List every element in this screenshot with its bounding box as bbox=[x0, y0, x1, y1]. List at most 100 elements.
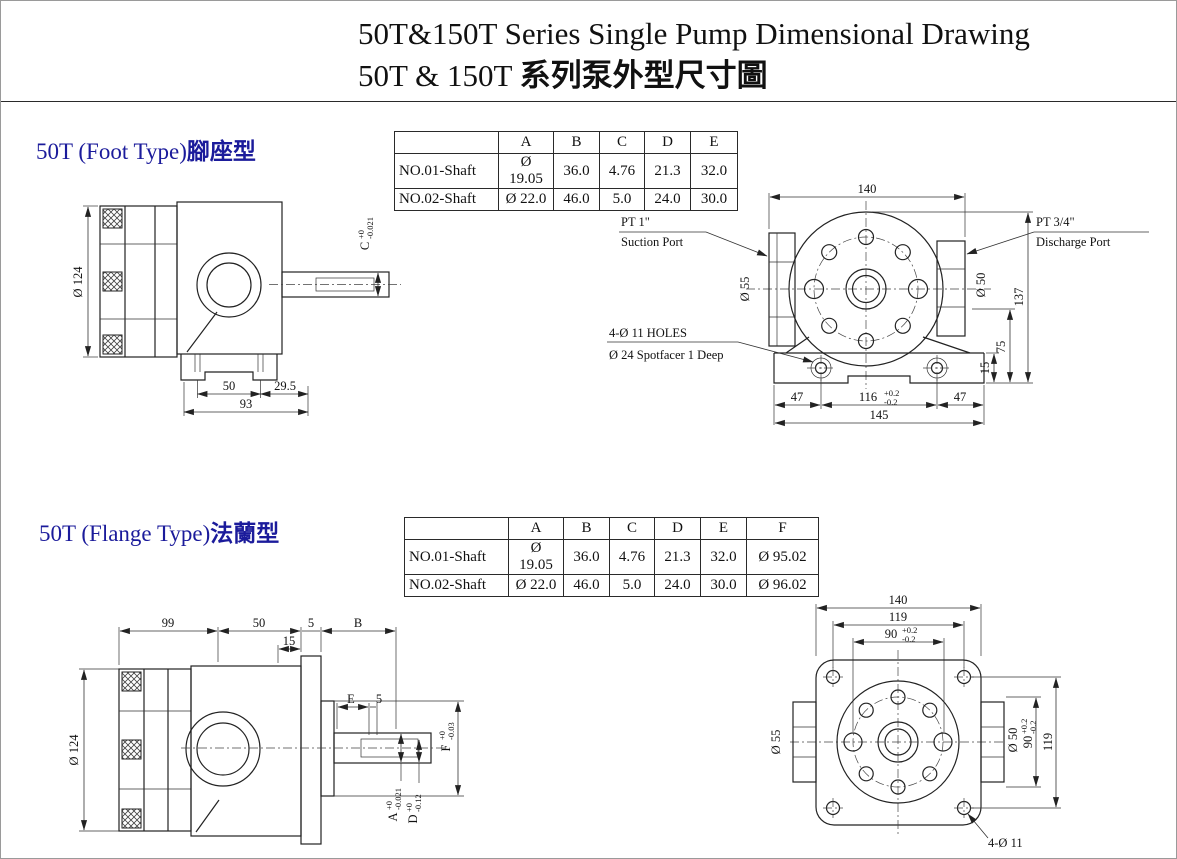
spec-value: Ø 19.05 bbox=[508, 539, 564, 575]
col-header-b: B bbox=[563, 517, 610, 540]
dim-90-right-label: 90 bbox=[1021, 736, 1035, 749]
empty-header-cell bbox=[404, 517, 509, 540]
spec-value: 4.76 bbox=[609, 539, 655, 575]
discharge-port-label-line1: PT 3/4" bbox=[1036, 215, 1075, 229]
dim-dia50-label: Ø 50 bbox=[1006, 728, 1020, 753]
holes-note: 4-Ø 11 HOLES Ø 24 Spotfacer 1 Deep bbox=[607, 326, 814, 363]
dim-e5: E 5 bbox=[336, 692, 382, 735]
flange-square bbox=[815, 659, 982, 826]
suction-port bbox=[768, 232, 796, 347]
dim-dia124-label: Ø 124 bbox=[71, 266, 85, 298]
dim-50-label: 50 bbox=[223, 379, 236, 393]
spec-value: 24.0 bbox=[654, 574, 701, 597]
flange-type-heading-en: 50T (Flange Type) bbox=[39, 521, 211, 546]
dim-99-label: 99 bbox=[162, 616, 175, 630]
dim-15-label: 15 bbox=[283, 634, 296, 648]
sheet-title-en: 50T&150T Series Single Pump Dimensional … bbox=[358, 16, 1030, 51]
table-row: NO.02-Shaft Ø 22.0 46.0 5.0 24.0 30.0 bbox=[394, 188, 738, 211]
discharge-port bbox=[936, 240, 966, 337]
dim-f-tol-plus: +0 bbox=[437, 731, 447, 740]
dim-a-label: A bbox=[386, 812, 400, 821]
dim-119-right-label: 119 bbox=[1041, 733, 1055, 751]
spec-value: 21.3 bbox=[654, 539, 701, 575]
shaft bbox=[181, 732, 448, 764]
discharge-port bbox=[980, 701, 1005, 783]
dim-f-tol-minus: -0.03 bbox=[446, 722, 456, 740]
col-header-a: A bbox=[508, 517, 564, 540]
spec-value: 32.0 bbox=[690, 153, 738, 189]
title-divider bbox=[1, 101, 1176, 102]
flange-front-view-drawing: 140 119 90 +0.2 -0.2 bbox=[769, 593, 1061, 850]
sheet-title: 50T&150T Series Single Pump Dimensional … bbox=[358, 13, 1030, 97]
top-dims: 140 119 90 +0.2 -0.2 bbox=[815, 593, 982, 732]
spec-value: 24.0 bbox=[644, 188, 691, 211]
discharge-port-label-line2: Discharge Port bbox=[1036, 235, 1111, 249]
dim-a: A +0 -0.021 bbox=[384, 733, 405, 822]
suction-port-label-line1: PT 1" bbox=[621, 215, 650, 229]
dim-137-label: 137 bbox=[1012, 288, 1026, 307]
spec-value: 36.0 bbox=[563, 539, 610, 575]
table-row: NO.01-Shaft Ø 19.05 36.0 4.76 21.3 32.0 bbox=[394, 153, 738, 189]
dim-116-tol-plus: +0.2 bbox=[884, 388, 899, 398]
dim-d-tol-minus: -0.12 bbox=[413, 794, 423, 812]
dim-c-label: C bbox=[358, 242, 372, 250]
right-dims: 90 +0.2 -0.2 119 bbox=[970, 676, 1061, 809]
dim-d: D +0 -0.12 bbox=[404, 739, 423, 824]
spec-value: Ø 22.0 bbox=[498, 188, 554, 211]
empty-header-cell bbox=[394, 131, 499, 154]
col-header-a: A bbox=[498, 131, 554, 154]
spec-value: Ø 96.02 bbox=[746, 574, 819, 597]
flange-side-view-drawing: 99 50 5 B 15 Ø 124 bbox=[67, 616, 464, 845]
spec-value: 36.0 bbox=[553, 153, 600, 189]
dim-116-label: 116 bbox=[859, 390, 877, 404]
dim-dia124: Ø 124 bbox=[71, 205, 98, 358]
dim-f: F +0 -0.03 bbox=[334, 700, 464, 797]
dim-140: 140 bbox=[768, 182, 966, 237]
dim-47-right-label: 47 bbox=[954, 390, 967, 404]
spec-value: 32.0 bbox=[700, 539, 747, 575]
foot-type-heading: 50T (Foot Type)腳座型 bbox=[36, 132, 256, 166]
row-label: NO.01-Shaft bbox=[394, 153, 499, 189]
foot-type-heading-zh: 腳座型 bbox=[186, 139, 256, 165]
pump-housing bbox=[788, 211, 944, 367]
spec-value: 5.0 bbox=[599, 188, 645, 211]
dim-a-tol-plus: +0 bbox=[384, 801, 394, 810]
row-label: NO.01-Shaft bbox=[404, 539, 509, 575]
table-header-row: A B C D E F bbox=[404, 517, 819, 540]
dim-90-right-tol-minus: -0.2 bbox=[1028, 721, 1038, 734]
seal-stack bbox=[99, 205, 178, 358]
col-header-e: E bbox=[700, 517, 747, 540]
dim-dia55-label: Ø 55 bbox=[769, 730, 783, 755]
dim-dia50-label: Ø 50 bbox=[974, 273, 988, 298]
foot-front-view-drawing: 140 bbox=[607, 182, 1149, 427]
flange-type-spec-table: A B C D E F NO.01-Shaft Ø 19.05 36.0 4.7… bbox=[404, 517, 819, 597]
dim-d-label: D bbox=[406, 814, 420, 823]
sheet-title-zh-prefix: 50T & 150T bbox=[358, 58, 520, 93]
dim-145-label: 145 bbox=[870, 408, 889, 422]
row-label: NO.02-Shaft bbox=[404, 574, 509, 597]
dim-5-label: 5 bbox=[376, 692, 382, 706]
shaft bbox=[269, 271, 401, 298]
mounting-base bbox=[773, 336, 985, 384]
bottom-dims: 47 116 +0.2 -0.2 47 145 bbox=[773, 379, 985, 427]
dim-e-label: E bbox=[347, 692, 355, 706]
dim-90-top-tol-minus: -0.2 bbox=[902, 634, 915, 644]
foot-type-heading-en: 50T (Foot Type) bbox=[36, 139, 187, 164]
holes-note-line2: Ø 24 Spotfacer 1 Deep bbox=[609, 348, 724, 362]
spec-value: 46.0 bbox=[553, 188, 600, 211]
spec-value: 30.0 bbox=[690, 188, 738, 211]
suction-port-label-line2: Suction Port bbox=[621, 235, 684, 249]
table-header-row: A B C D E bbox=[394, 131, 738, 154]
dim-15-label: 15 bbox=[978, 362, 992, 375]
dim-a-tol-minus: -0.021 bbox=[393, 788, 403, 810]
dim-90-right-tol-plus: +0.2 bbox=[1019, 719, 1029, 734]
discharge-port-label: PT 3/4" Discharge Port bbox=[966, 215, 1149, 255]
dim-c-tol-minus: -0.021 bbox=[365, 217, 375, 239]
holes-note-label: 4-Ø 11 bbox=[988, 836, 1023, 850]
pump-housing bbox=[836, 680, 960, 804]
dim-f-label: F bbox=[439, 744, 453, 751]
dim-119-top-label: 119 bbox=[889, 610, 907, 624]
dim-b-label: B bbox=[354, 616, 362, 630]
seal-stack bbox=[118, 668, 192, 832]
